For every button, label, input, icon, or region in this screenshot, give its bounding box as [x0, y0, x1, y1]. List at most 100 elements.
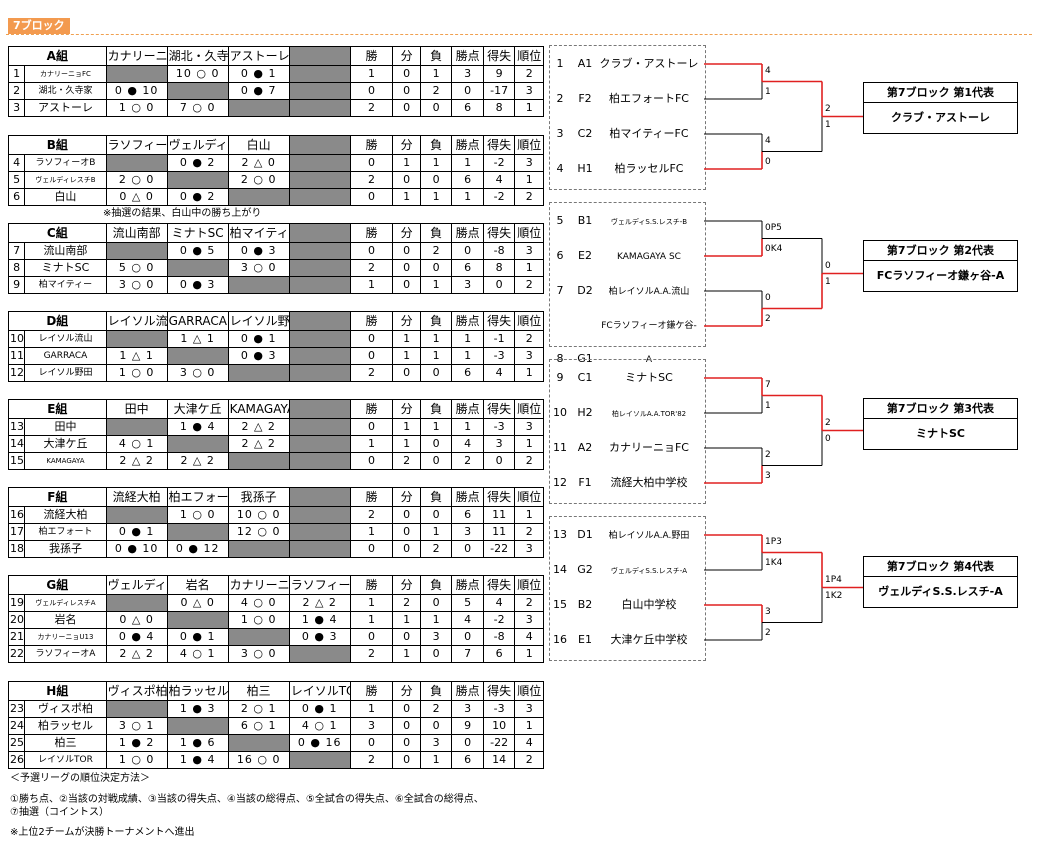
team-name: KAMAGAYA SC	[617, 252, 681, 262]
representative-title: 第7ブロック 第1代表	[864, 83, 1017, 103]
match-score: 2	[765, 314, 771, 324]
opponent-header: 柏エフォート	[166, 487, 229, 507]
stat-header-win: 勝	[349, 311, 394, 331]
stat-k: 3	[514, 418, 544, 436]
match-result: 5 ○ 0	[105, 259, 168, 277]
seed-number: 3	[556, 127, 564, 140]
stat-header-win: 勝	[349, 46, 394, 66]
stat-d: 2	[392, 452, 421, 470]
match-result	[227, 99, 290, 117]
match-result: 0 ● 4	[105, 628, 168, 646]
qualifier-code: B1	[577, 214, 593, 227]
stat-d: 0	[392, 734, 421, 752]
qualifier-code: D1	[577, 528, 593, 541]
rules-line-2: ⑦抽選（コイントス）	[10, 807, 109, 818]
group-table-5: F組流経大柏柏エフォート我孫子勝分負勝点得失順位16流経大柏1 ○ 010 ○ …	[7, 487, 544, 558]
bracket-block-0	[549, 45, 706, 190]
match-result	[166, 259, 229, 277]
stat-p: 2	[451, 452, 484, 470]
stat-header-diff: 得失	[482, 311, 516, 331]
match-result	[227, 276, 290, 294]
stat-header-rank: 順位	[514, 46, 544, 66]
stat-d: 0	[392, 364, 421, 382]
opponent-header	[288, 487, 351, 507]
group-table-3: D組レイソル流山GARRACAレイソル野田勝分負勝点得失順位10レイソル流山1 …	[7, 311, 544, 382]
representative-box: 第7ブロック 第4代表ヴェルディS.S.レスチ-A	[863, 556, 1018, 608]
rules-title: ＜予選リーグの順位決定方法＞	[10, 773, 150, 784]
seed-number: 15	[553, 598, 567, 611]
opponent-header: アストーレ	[227, 46, 290, 66]
team-name: 柏レイソルA.A.流山	[608, 287, 690, 297]
representative-box: 第7ブロック 第3代表ミナトSC	[863, 398, 1018, 450]
stat-header-rank: 順位	[514, 681, 544, 701]
stat-header-draw: 分	[392, 223, 421, 243]
opponent-header: ヴェルディレスチA	[105, 575, 168, 595]
match-score: 0	[765, 293, 771, 303]
stat-d: 0	[392, 751, 421, 769]
stat-header-draw: 分	[392, 311, 421, 331]
stat-p: 6	[451, 364, 484, 382]
opponent-header: レイソル野田	[227, 311, 290, 331]
team-name: 柏エフォートFC	[608, 92, 689, 105]
match-result: 3 ○ 1	[105, 717, 168, 735]
stat-k: 1	[514, 171, 544, 189]
team-number: 13	[7, 418, 26, 436]
opponent-header: ヴェルディレスチB	[166, 135, 229, 155]
match-result: 2 △ 2	[166, 452, 229, 470]
team-name: クラブ・アストーレ	[599, 57, 699, 70]
stat-g: -22	[482, 540, 516, 558]
qualifier-code: G1	[577, 352, 593, 365]
qualifier-code: C2	[577, 127, 593, 140]
match-result: 0 ● 3	[166, 276, 229, 294]
stat-k: 2	[514, 452, 544, 470]
opponent-header: ヴィスポ柏	[105, 681, 168, 701]
match-result: 1 ○ 0	[105, 99, 168, 117]
match-result	[227, 452, 290, 470]
stat-k: 1	[514, 99, 544, 117]
match-result: 16 ○ 0	[227, 751, 290, 769]
stat-header-points: 勝点	[451, 46, 484, 66]
match-result	[166, 717, 229, 735]
representative-winner: ミナトSC	[916, 427, 965, 440]
match-result: 1 △ 1	[166, 330, 229, 348]
match-result	[288, 154, 351, 172]
stat-header-points: 勝点	[451, 223, 484, 243]
stat-header-rank: 順位	[514, 311, 544, 331]
match-result: 12 ○ 0	[227, 523, 290, 541]
stat-header-draw: 分	[392, 135, 421, 155]
team-number: 15	[7, 452, 26, 470]
match-score: 1P3	[765, 537, 782, 547]
stat-header-points: 勝点	[451, 487, 484, 507]
stat-d: 1	[392, 188, 421, 206]
stat-header-rank: 順位	[514, 135, 544, 155]
match-result	[166, 435, 229, 453]
opponent-header: カナリーニョFC	[105, 46, 168, 66]
match-score: 2	[825, 103, 831, 114]
lottery-note: ※抽選の結果、白山中の勝ち上がり	[103, 208, 262, 219]
stat-d: 0	[392, 540, 421, 558]
match-result	[227, 188, 290, 206]
stat-k: 3	[514, 700, 544, 718]
match-result	[288, 645, 351, 663]
stat-p: 1	[451, 188, 484, 206]
match-result: 7 ○ 0	[166, 99, 229, 117]
representative-title: 第7ブロック 第4代表	[864, 557, 1017, 577]
team-number: 18	[7, 540, 26, 558]
team-name: 我孫子	[24, 540, 107, 558]
team-number: 16	[7, 506, 26, 524]
representative-winner: クラブ・アストーレ	[891, 111, 990, 124]
